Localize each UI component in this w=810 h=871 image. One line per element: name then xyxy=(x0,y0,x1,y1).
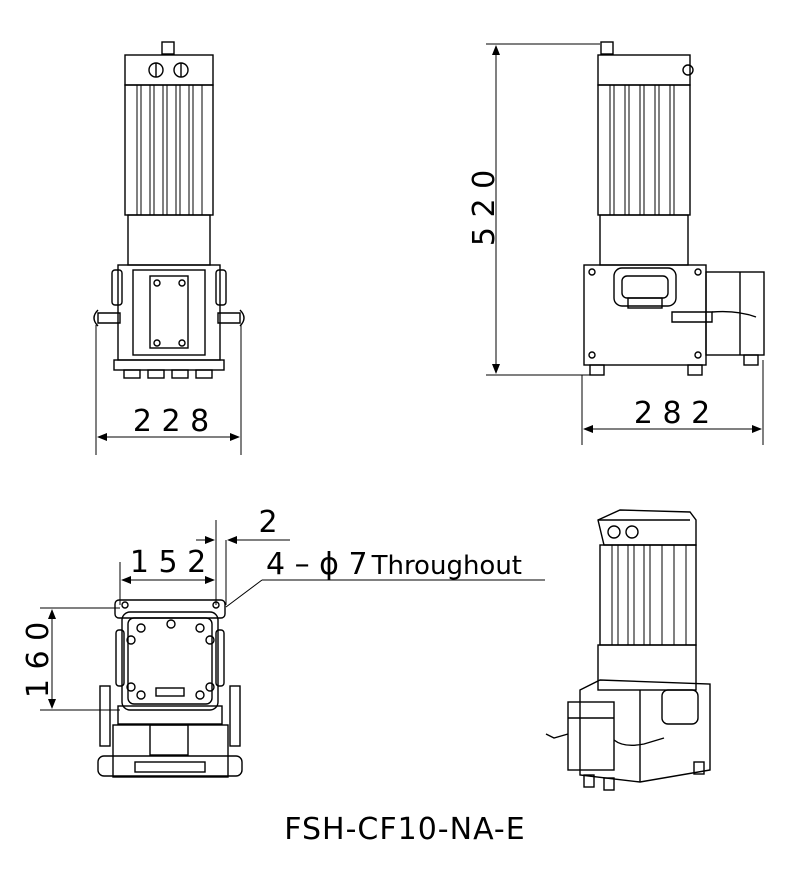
bottom-width-dimension xyxy=(119,520,545,608)
side-view xyxy=(583,41,765,376)
bottom-depth-label: 1 6 0 xyxy=(21,622,56,698)
front-width-label: 2 2 8 xyxy=(133,404,209,439)
front-view xyxy=(93,41,245,379)
bottom-view xyxy=(97,599,243,778)
bottom-width-label: 1 5 2 xyxy=(130,545,206,580)
holes-through-text: Throughout xyxy=(371,551,522,581)
bottom-depth-dimension xyxy=(40,607,120,711)
height-label: 5 2 0 xyxy=(467,170,502,246)
side-height-dimension xyxy=(486,43,600,376)
isometric-view xyxy=(545,509,711,791)
hole-offset-label: 2 xyxy=(258,505,277,540)
model-name: FSH-CF10-NA-E xyxy=(284,812,526,847)
side-width-label: 2 8 2 xyxy=(634,396,710,431)
holes-count-text: 4 – ϕ 7 xyxy=(266,547,368,582)
side-width-dimension xyxy=(581,360,764,445)
front-width-dimension xyxy=(95,325,242,455)
